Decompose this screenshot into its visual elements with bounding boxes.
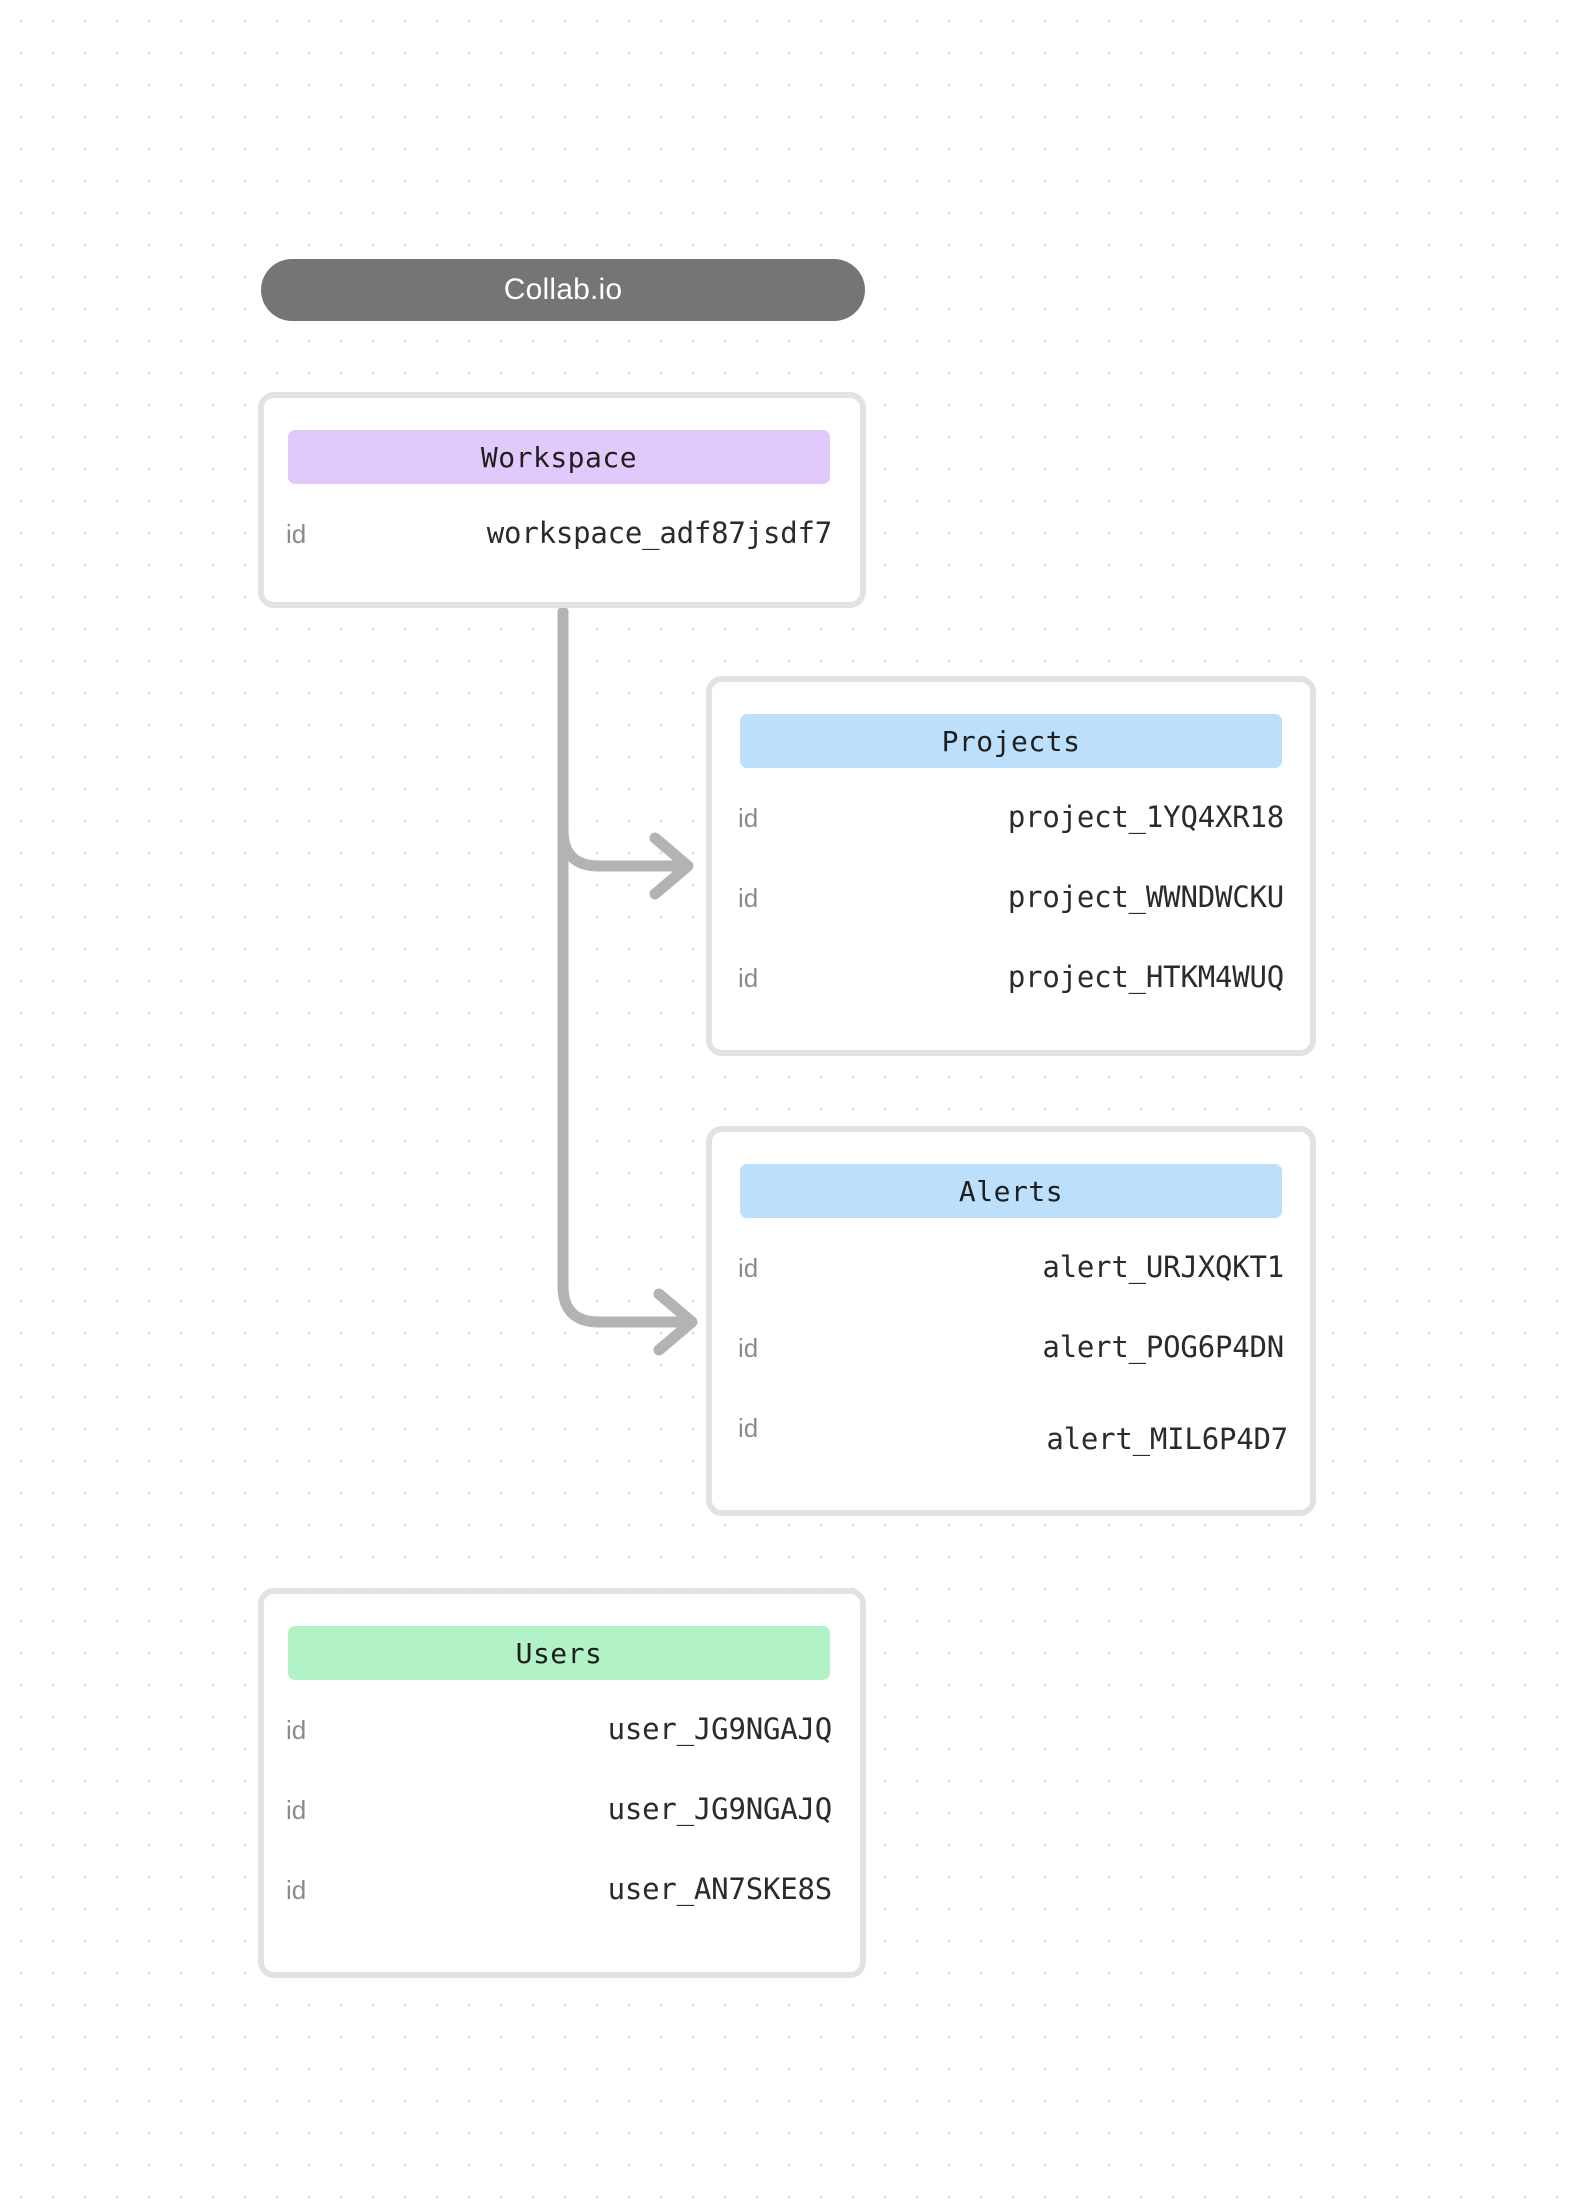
- diagram-title: Collab.io: [503, 273, 623, 306]
- row-key: id: [738, 1413, 759, 1443]
- row-value: alert_MIL6P4D7: [1046, 1422, 1288, 1456]
- entity-header-projects: Projects: [740, 714, 1282, 768]
- entity-row: id user_AN7SKE8S: [286, 1872, 832, 1906]
- entity-name-projects: Projects: [941, 724, 1081, 758]
- entity-name-alerts: Alerts: [958, 1174, 1064, 1208]
- entity-row: id alert_POG6P4DN: [738, 1330, 1284, 1364]
- row-key: id: [286, 1875, 307, 1905]
- row-value: project_1YQ4XR18: [1007, 800, 1284, 834]
- row-value: alert_URJXQKT1: [1042, 1250, 1284, 1284]
- arrowhead-projects: [649, 832, 694, 900]
- row-key: id: [738, 963, 759, 993]
- row-key: id: [286, 519, 307, 549]
- entity-row: id alert_URJXQKT1: [738, 1250, 1284, 1284]
- entity-row: id workspace_adf87jsdf7: [286, 516, 832, 550]
- row-value: user_JG9NGAJQ: [607, 1792, 833, 1826]
- entity-name-workspace: Workspace: [480, 440, 638, 474]
- row-value: project_WWNDWCKU: [1007, 880, 1284, 914]
- row-key: id: [286, 1715, 307, 1745]
- entity-card-users[interactable]: Users id user_JG9NGAJQ id user_JG9NGAJQ …: [258, 1588, 866, 1978]
- entity-card-workspace[interactable]: Workspace id workspace_adf87jsdf7: [258, 392, 866, 608]
- connector-workspace-to-projects: [557, 606, 684, 872]
- row-key: id: [286, 1795, 307, 1825]
- diagram-title-pill: Collab.io: [261, 259, 865, 321]
- entity-row: id alert_MIL6P4D7: [738, 1410, 1288, 1456]
- entity-name-users: Users: [515, 1636, 603, 1670]
- connector-workspace-to-alerts: [557, 606, 688, 1328]
- entity-card-alerts[interactable]: Alerts id alert_URJXQKT1 id alert_POG6P4…: [706, 1126, 1316, 1516]
- entity-header-alerts: Alerts: [740, 1164, 1282, 1218]
- row-value: alert_POG6P4DN: [1042, 1330, 1284, 1364]
- row-value: workspace_adf87jsdf7: [486, 516, 832, 550]
- arrowhead-alerts: [653, 1288, 698, 1356]
- row-value: user_JG9NGAJQ: [607, 1712, 833, 1746]
- row-key: id: [738, 803, 759, 833]
- row-key: id: [738, 883, 759, 913]
- entity-row: id project_HTKM4WUQ: [738, 960, 1284, 994]
- entity-header-workspace: Workspace: [288, 430, 830, 484]
- entity-header-users: Users: [288, 1626, 830, 1680]
- entity-row: id user_JG9NGAJQ: [286, 1792, 832, 1826]
- entity-row: id project_WWNDWCKU: [738, 880, 1284, 914]
- entity-row: id project_1YQ4XR18: [738, 800, 1284, 834]
- row-key: id: [738, 1253, 759, 1283]
- row-value: user_AN7SKE8S: [607, 1872, 833, 1906]
- entity-card-projects[interactable]: Projects id project_1YQ4XR18 id project_…: [706, 676, 1316, 1056]
- entity-row: id user_JG9NGAJQ: [286, 1712, 832, 1746]
- row-value: project_HTKM4WUQ: [1007, 960, 1284, 994]
- row-key: id: [738, 1333, 759, 1363]
